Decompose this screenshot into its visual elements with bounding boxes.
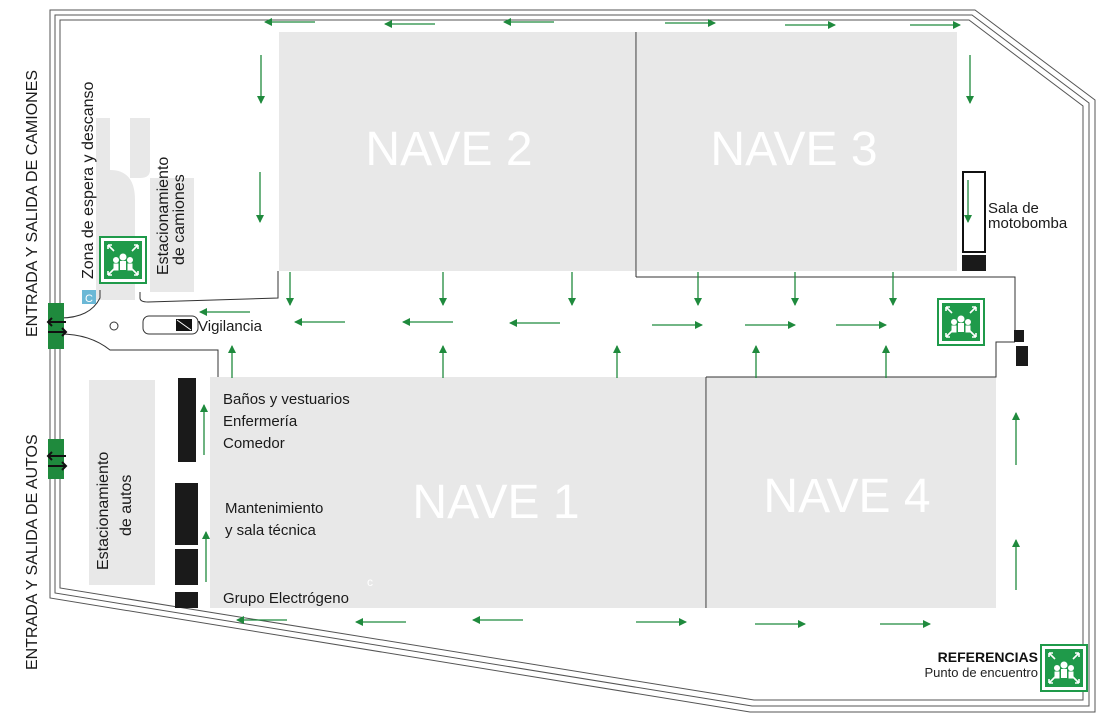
nave-2-building [279, 32, 636, 271]
legend-item-label: Punto de encuentro [925, 665, 1038, 680]
nave-1-building [210, 377, 706, 608]
assembly-point-icon-1 [99, 236, 147, 284]
nave-4-label: NAVE 4 [763, 470, 930, 523]
grupo-electrogeno-label: Grupo Electrógeno [223, 590, 349, 607]
c-marker-2: c [367, 575, 373, 589]
c-marker: C [85, 293, 93, 305]
legend-title: REFERENCIAS [938, 649, 1038, 665]
banos-label: Baños y vestuarios [223, 391, 350, 408]
estacionamiento-autos-label-1: Estacionamiento [95, 452, 112, 570]
estacionamiento-autos-label-2: de autos [118, 475, 135, 536]
autos-gate [48, 439, 64, 479]
mantenimiento-label-1: Mantenimiento [225, 500, 323, 517]
legend-assembly-icon [1040, 644, 1088, 692]
facility-block-3 [175, 549, 198, 585]
nave-2-label: NAVE 2 [365, 123, 532, 176]
traffic-arrows [199, 18, 1020, 628]
entrance-autos-label: ENTRADA Y SALIDA DE AUTOS [24, 434, 41, 670]
nave-1-label: NAVE 1 [412, 476, 579, 529]
sala-motobomba-box [962, 171, 986, 253]
nave-3-building [637, 32, 957, 271]
nave-4-building [707, 377, 996, 608]
site-perimeter [49, 9, 1096, 713]
sala-motobomba-label-1: Sala de [988, 200, 1039, 217]
parking-camiones-zone [150, 178, 194, 292]
assembly-point-icon-2 [937, 298, 985, 346]
entrance-camiones-label: ENTRADA Y SALIDA DE CAMIONES [24, 70, 41, 337]
nave-3-label: NAVE 3 [710, 123, 877, 176]
enfermeria-label: Enfermería [223, 413, 298, 430]
camiones-gate [48, 303, 64, 349]
facility-block-4 [175, 592, 198, 608]
comedor-label: Comedor [223, 435, 285, 452]
sala-motobomba-label-2: motobomba [988, 215, 1068, 232]
mantenimiento-label-2: y sala técnica [225, 522, 317, 539]
parking-autos-zone [89, 380, 155, 585]
facility-block-2 [175, 483, 198, 545]
estacionamiento-camiones-label-1: Estacionamiento [155, 157, 172, 275]
vigilancia-label: Vigilancia [198, 318, 263, 335]
zona-espera-label: Zona de espera y descanso [80, 81, 97, 279]
facility-block-1 [178, 378, 196, 462]
estacionamiento-camiones-label-2: de camiones [171, 174, 188, 265]
